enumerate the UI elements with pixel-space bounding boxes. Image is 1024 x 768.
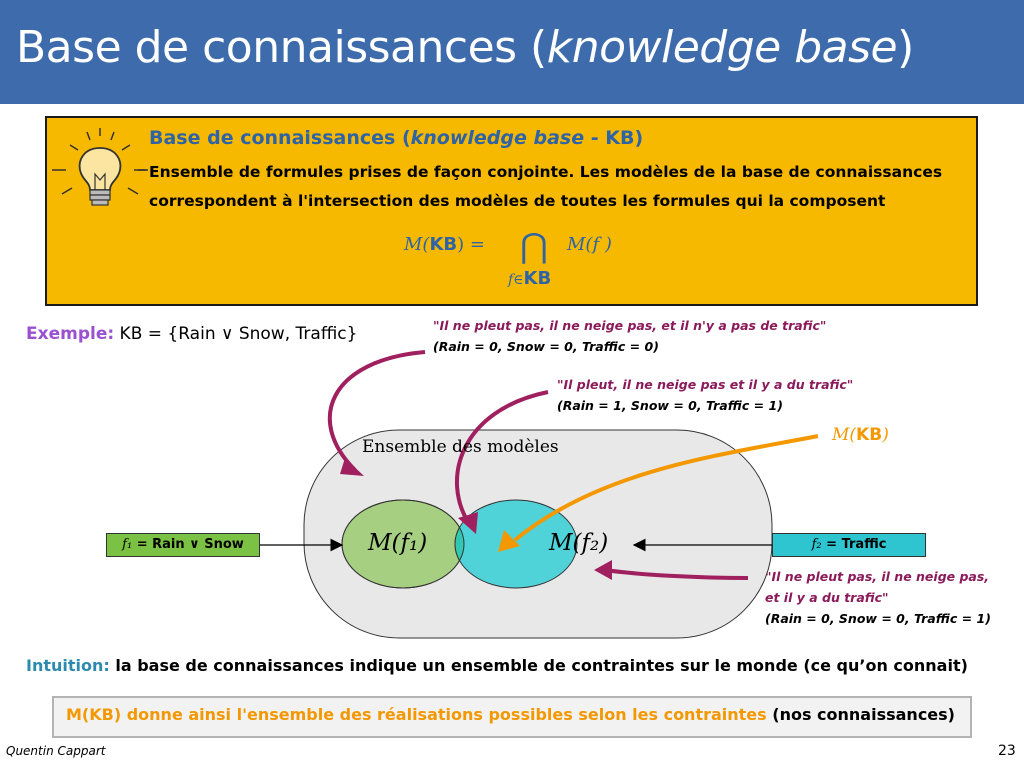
author-footer: Quentin Cappart (6, 744, 106, 758)
title-bar (0, 0, 1024, 104)
orange-arrow (513, 434, 819, 542)
f1-box: f₁ = Rain ∨ Snow (106, 533, 260, 557)
formula-subscript: f∈KB (508, 268, 552, 289)
annotation-world-1: "Il ne pleut pas, il ne neige pas, et il… (433, 318, 827, 354)
example-line: Exemple: KB = {Rain ∨ Snow, Traffic} (26, 324, 358, 344)
definition-title: Base de connaissances (knowledge base - … (149, 127, 644, 149)
conclusion-box (52, 696, 972, 738)
mkb-label: M(KB) (832, 425, 889, 445)
purple-arrow-3 (604, 568, 749, 580)
intersection-region (454, 500, 464, 588)
formula-lhs: M(KB) = (404, 234, 485, 255)
formula-intersection-symbol: ⋂ (520, 226, 548, 266)
ensemble-label: Ensemble des modèles (362, 437, 559, 457)
lightbulb-icon (52, 128, 148, 206)
intuition-line: Intuition: la base de connaissances indi… (26, 656, 968, 675)
definition-box (45, 116, 978, 306)
purple-arrow-1 (327, 350, 426, 472)
annotation-world-2: "Il pleut, il ne neige pas et il y a du … (557, 377, 854, 413)
slide-title: Base de connaissances (knowledge base) (16, 22, 914, 73)
f2-box: f₂ = Traffic (772, 533, 926, 557)
mf1-label: M(f₁) (368, 530, 428, 556)
mf2-label: M(f₂) (549, 530, 609, 556)
formula-rhs: M(f ) (567, 234, 612, 255)
conclusion-text: M(KB) donne ainsi l'ensemble des réalisa… (66, 705, 955, 724)
definition-text: Ensemble de formules prises de façon con… (149, 163, 943, 210)
purple-arrow-2 (455, 390, 549, 527)
annotation-world-3: "Il ne pleut pas, il ne neige pas, et il… (765, 569, 991, 626)
page-number: 23 (998, 743, 1016, 759)
